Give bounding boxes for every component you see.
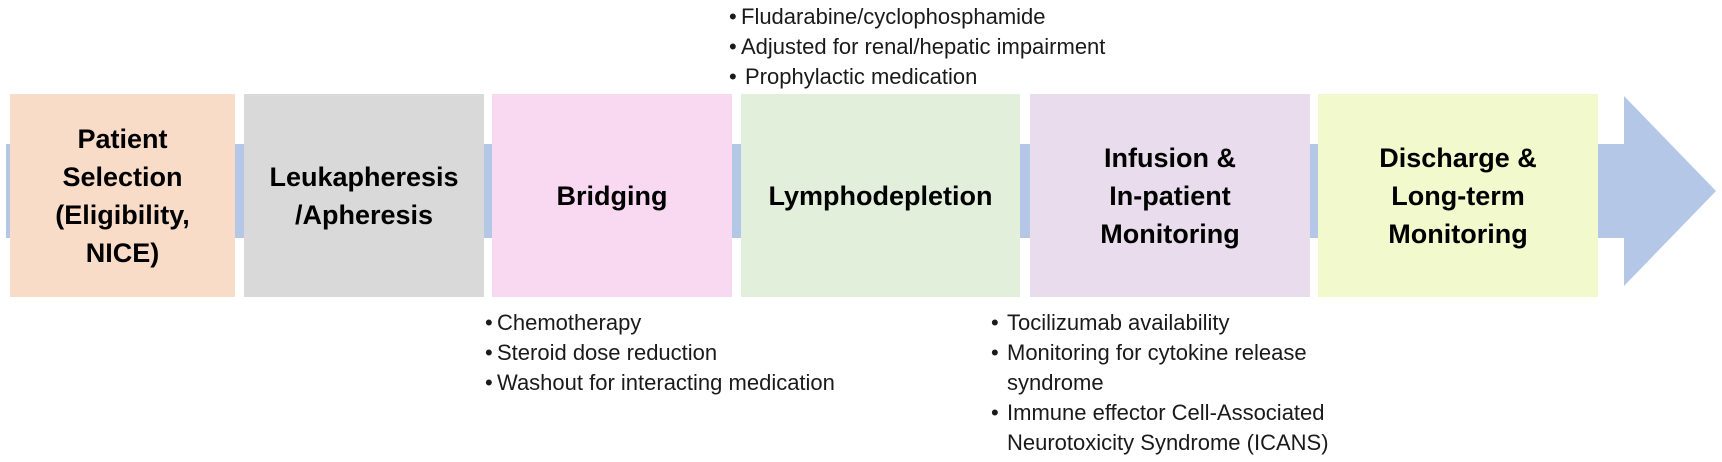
stage-leukapheresis: Leukapheresis /Apheresis (244, 94, 484, 297)
note-item: Adjusted for renal/hepatic impairment (729, 32, 1105, 62)
bridging-notes: Chemotherapy Steroid dose reduction Wash… (485, 308, 835, 398)
stage-label: Leukapheresis /Apheresis (269, 161, 459, 230)
stage-label: Patient Selection (Eligibility, NICE) (55, 123, 190, 268)
note-item: Fludarabine/cyclophosphamide (729, 2, 1105, 32)
infusion-notes: Tocilizumab availability Monitoring for … (991, 308, 1371, 458)
stage-label: Infusion & In-patient Monitoring (1100, 142, 1240, 249)
stage-infusion: Infusion & In-patient Monitoring (1030, 94, 1310, 297)
stage-patient-selection: Patient Selection (Eligibility, NICE) (10, 94, 235, 297)
stage-bridging: Bridging (492, 94, 732, 297)
note-item: Tocilizumab availability (991, 308, 1371, 338)
note-item: Steroid dose reduction (485, 338, 835, 368)
stage-lymphodepletion: Lymphodepletion (741, 94, 1020, 297)
note-item: Prophylactic medication (729, 62, 1105, 92)
stage-label: Discharge & Long-term Monitoring (1379, 142, 1537, 249)
note-item: Monitoring for cytokine release syndrome (991, 338, 1347, 398)
stage-label: Lymphodepletion (768, 180, 993, 211)
lymphodepletion-notes: Fludarabine/cyclophosphamide Adjusted fo… (729, 2, 1105, 92)
stage-label: Bridging (556, 180, 668, 211)
note-item: Washout for interacting medication (485, 368, 835, 398)
stage-discharge: Discharge & Long-term Monitoring (1318, 94, 1598, 297)
note-item: Immune effector Cell-Associated Neurotox… (991, 398, 1387, 458)
note-item: Chemotherapy (485, 308, 835, 338)
